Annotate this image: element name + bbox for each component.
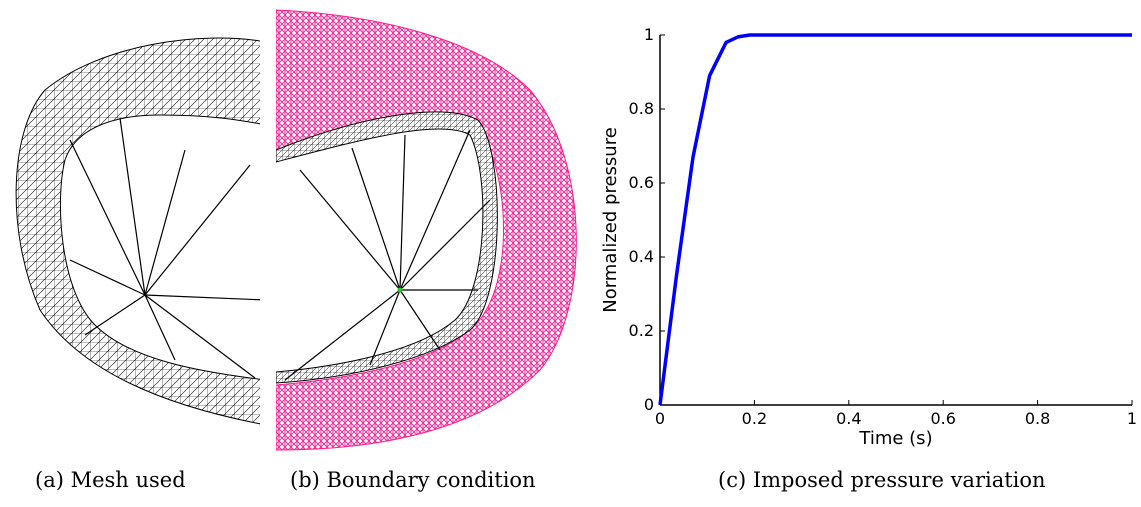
pressure-chart: 0 0.2 0.4 0.6 0.8 1 0 0.2 0.4 0.6 0.8 1 Time (s) No… xyxy=(600,25,1137,449)
pressure-series-line xyxy=(658,33,1132,406)
y-tick-label: 1 xyxy=(644,25,654,44)
center-node xyxy=(397,287,403,293)
boundary-mesh-wall xyxy=(276,111,498,384)
chart-series xyxy=(658,33,1133,406)
chart-ticks: 0 0.2 0.4 0.6 0.8 1 0 0.2 0.4 0.6 0.8 1 xyxy=(629,25,1138,428)
x-tick-label: 1 xyxy=(1127,409,1137,428)
x-tick-label: 0.8 xyxy=(1025,409,1050,428)
caption-a: (a) Mesh used xyxy=(35,468,186,492)
x-tick-label: 0.2 xyxy=(742,409,767,428)
y-tick-label: 0.4 xyxy=(629,247,654,266)
x-axis-label: Time (s) xyxy=(858,428,932,449)
boundary-panel xyxy=(276,9,577,451)
boundary-inner-fan xyxy=(284,129,491,381)
y-axis-label: Normalized pressure xyxy=(600,127,621,313)
caption-c: (c) Imposed pressure variation xyxy=(718,468,1046,492)
y-tick-label: 0.2 xyxy=(629,321,654,340)
y-tick-label: 0.8 xyxy=(629,99,654,118)
chart-axes xyxy=(659,35,1132,406)
x-tick-label: 0.4 xyxy=(836,409,861,428)
mesh-wall xyxy=(15,37,260,425)
x-tick-label: 0.6 xyxy=(930,409,955,428)
y-tick-label: 0 xyxy=(644,395,654,414)
x-tick-label: 0 xyxy=(655,409,665,428)
mesh-inner-fan xyxy=(69,117,260,379)
y-tick-label: 0.6 xyxy=(629,173,654,192)
mesh-panel xyxy=(15,37,260,425)
caption-b: (b) Boundary condition xyxy=(290,468,536,492)
